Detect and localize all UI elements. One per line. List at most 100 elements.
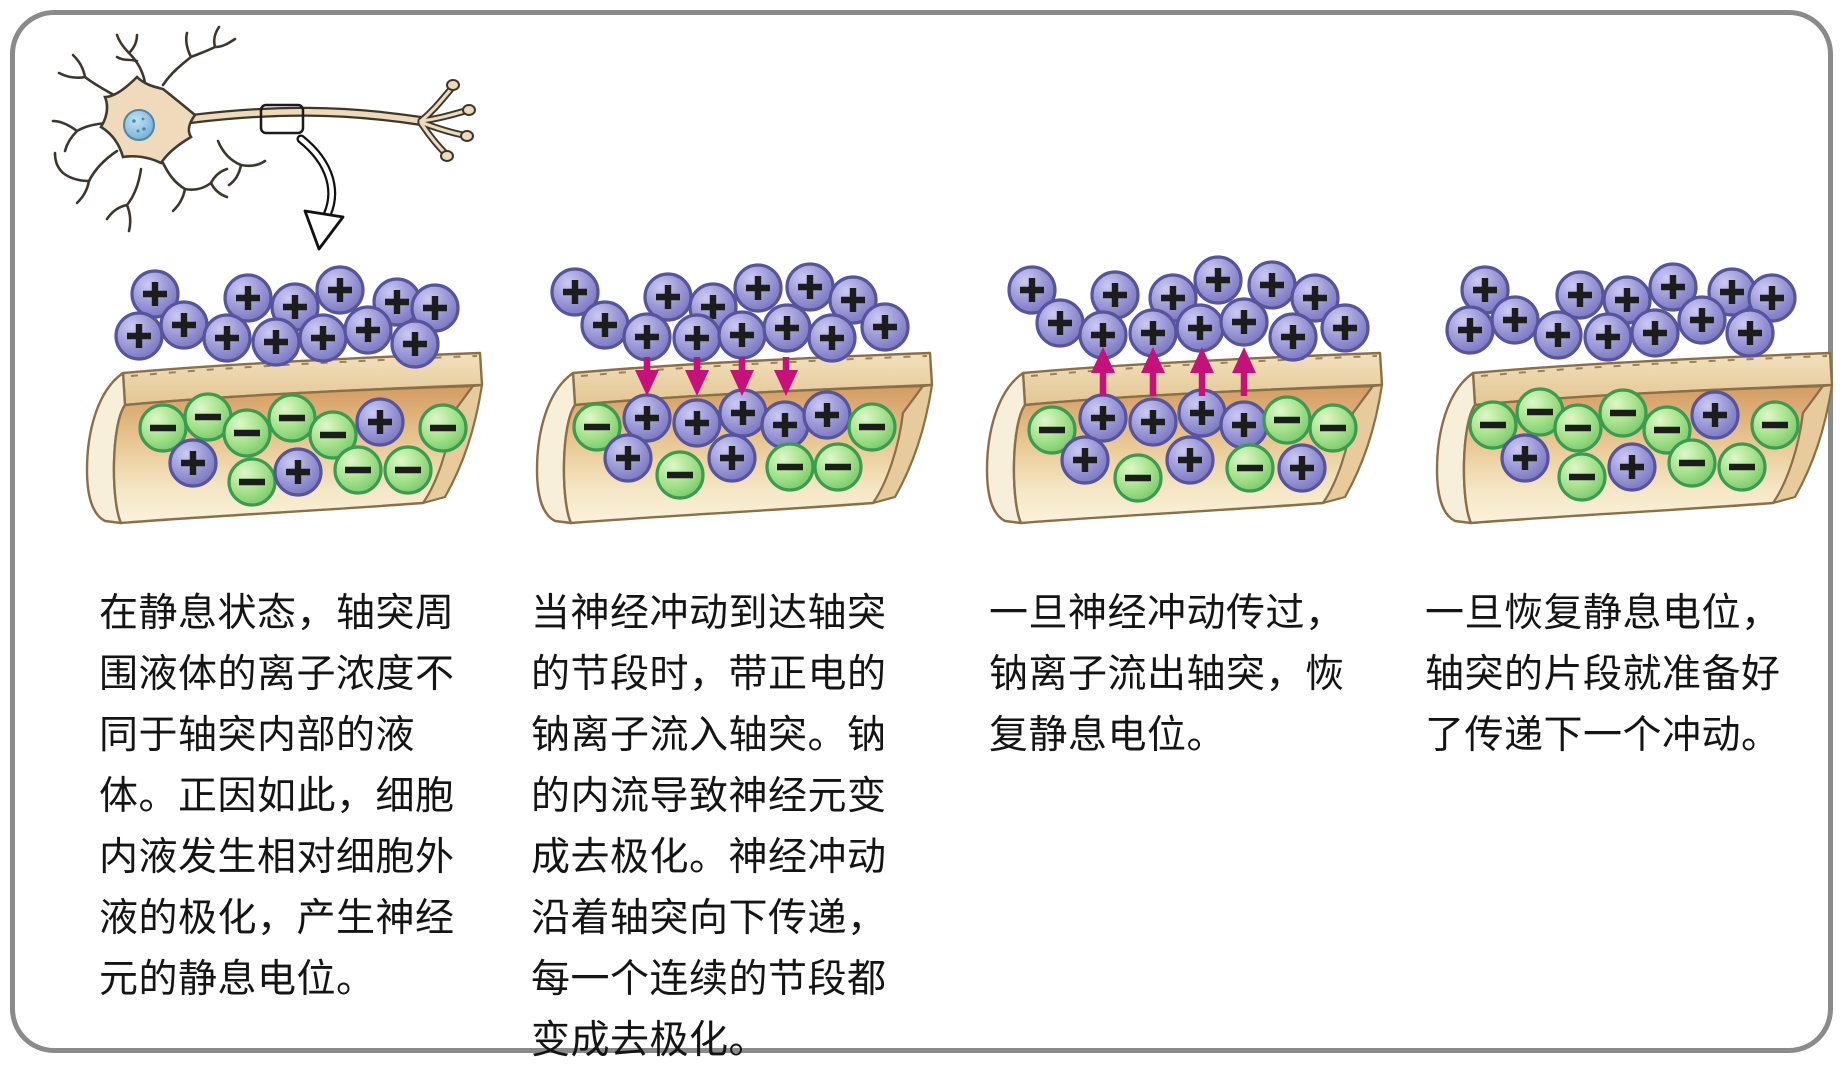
ion-sign	[1620, 455, 1644, 479]
positive-ion	[672, 398, 722, 448]
ion-sign	[873, 315, 897, 339]
negative-ion	[1598, 388, 1648, 438]
positive-ion	[130, 269, 180, 319]
positive-ion	[785, 262, 835, 312]
positive-ion	[251, 317, 301, 367]
ion-sign	[616, 446, 640, 470]
panel-caption: 在静息状态，轴突周 围液体的离子浓度不 同于轴突内部的液 体。正因如此，细胞 内…	[99, 592, 455, 1001]
ion-sign	[385, 290, 409, 314]
sodium-inflow-arrow	[685, 357, 709, 396]
ion-sign	[1091, 323, 1115, 347]
ion-sign	[635, 406, 659, 430]
ion-sign	[731, 401, 755, 425]
positive-ion	[1175, 303, 1225, 353]
membrane-stitches	[1480, 355, 1828, 377]
positive-ion	[1219, 400, 1269, 450]
ion-sign	[403, 332, 427, 356]
positive-ion	[550, 267, 600, 317]
positive-ion	[643, 272, 693, 322]
ion-sign	[775, 316, 799, 340]
negative-ion	[1717, 442, 1767, 492]
negative-ion	[1557, 452, 1607, 502]
negative-ion	[183, 392, 233, 442]
ion-sign	[1303, 286, 1327, 310]
negative-ion	[1113, 453, 1163, 503]
sodium-inflow-arrow	[635, 357, 659, 396]
sodium-outflow-arrow	[1232, 347, 1256, 396]
ion-sign	[1091, 406, 1115, 430]
ion-sign	[1020, 278, 1044, 302]
ion-sign	[1048, 311, 1072, 335]
ion-sign	[1596, 325, 1620, 349]
negative-ion	[1642, 405, 1692, 455]
positive-ion	[223, 273, 273, 323]
negative-ion	[1225, 443, 1275, 493]
sodium-outflow-arrow	[1141, 347, 1165, 396]
sodium-inflow-arrow	[774, 357, 798, 396]
ion-sign	[1720, 280, 1744, 304]
ion-sign	[1568, 283, 1592, 307]
negative-ion	[1308, 403, 1358, 453]
negative-ion	[655, 450, 705, 500]
ion-sign	[1703, 403, 1727, 427]
zoom-arrow	[296, 134, 345, 251]
positive-ion	[1555, 270, 1605, 320]
ion-sign	[815, 403, 839, 427]
positive-ion	[1247, 260, 1297, 310]
ion-sign	[685, 326, 709, 350]
sodium-outflow-arrow	[1091, 347, 1115, 396]
positive-ion	[273, 447, 323, 497]
negative-ion	[383, 445, 433, 495]
ion-sign	[127, 324, 151, 348]
ion-sign	[1473, 278, 1497, 302]
positive-ion	[1320, 303, 1370, 353]
positive-ion	[1445, 305, 1495, 355]
positive-ion	[1690, 390, 1740, 440]
ion-sign	[1503, 308, 1527, 332]
positive-ion	[1128, 397, 1178, 447]
positive-ion	[410, 283, 460, 333]
ion-sign	[423, 296, 447, 320]
ion-sign	[730, 323, 754, 347]
negative-ion	[765, 442, 815, 492]
ion-sign	[1661, 275, 1685, 299]
ion-sign	[368, 410, 392, 434]
ion-sign	[1333, 316, 1357, 340]
positive-ion	[1007, 265, 1057, 315]
ion-sign	[1178, 448, 1202, 472]
negative-ion	[572, 402, 622, 452]
positive-ion	[1500, 433, 1550, 483]
positive-ion	[1648, 262, 1698, 312]
negative-ion	[1468, 400, 1518, 450]
positive-ion	[1290, 273, 1340, 323]
positive-ion	[1078, 393, 1128, 443]
positive-ion	[390, 319, 440, 369]
positive-ion	[828, 275, 878, 325]
sodium-inflow-arrow	[730, 357, 754, 396]
positive-ion	[718, 388, 768, 438]
positive-ion	[622, 312, 672, 362]
ion-sign	[635, 325, 659, 349]
negative-ion	[813, 442, 863, 492]
panel-caption: 当神经冲动到达轴突 的节段时，带正电的 钠离子流入轴突。钠 的内流导致神经元变 …	[531, 592, 887, 1062]
axon-terminal	[417, 79, 476, 162]
positive-ion	[717, 310, 767, 360]
negative-ion	[267, 393, 317, 443]
negative-ion	[333, 445, 383, 495]
membrane-stitches	[580, 355, 928, 377]
ion-sign	[820, 326, 844, 350]
axon-segment-box	[259, 103, 305, 135]
ion-sign	[720, 446, 744, 470]
ion-sign	[656, 285, 680, 309]
ion-sign	[1513, 446, 1537, 470]
ion-sign	[143, 282, 167, 306]
positive-ion	[1277, 443, 1327, 493]
negative-ion	[1027, 405, 1077, 455]
panel-3-sodium-outflux: 一旦神经冲动传过， 钠离子流出轴突，恢 复静息电位。	[975, 255, 1400, 1055]
ion-sign	[283, 295, 307, 319]
neuron-illustration	[33, 23, 503, 273]
negative-ion	[1515, 387, 1565, 437]
dendrites	[51, 25, 267, 233]
ion-sign	[1643, 321, 1667, 345]
positive-ion	[1607, 442, 1657, 492]
